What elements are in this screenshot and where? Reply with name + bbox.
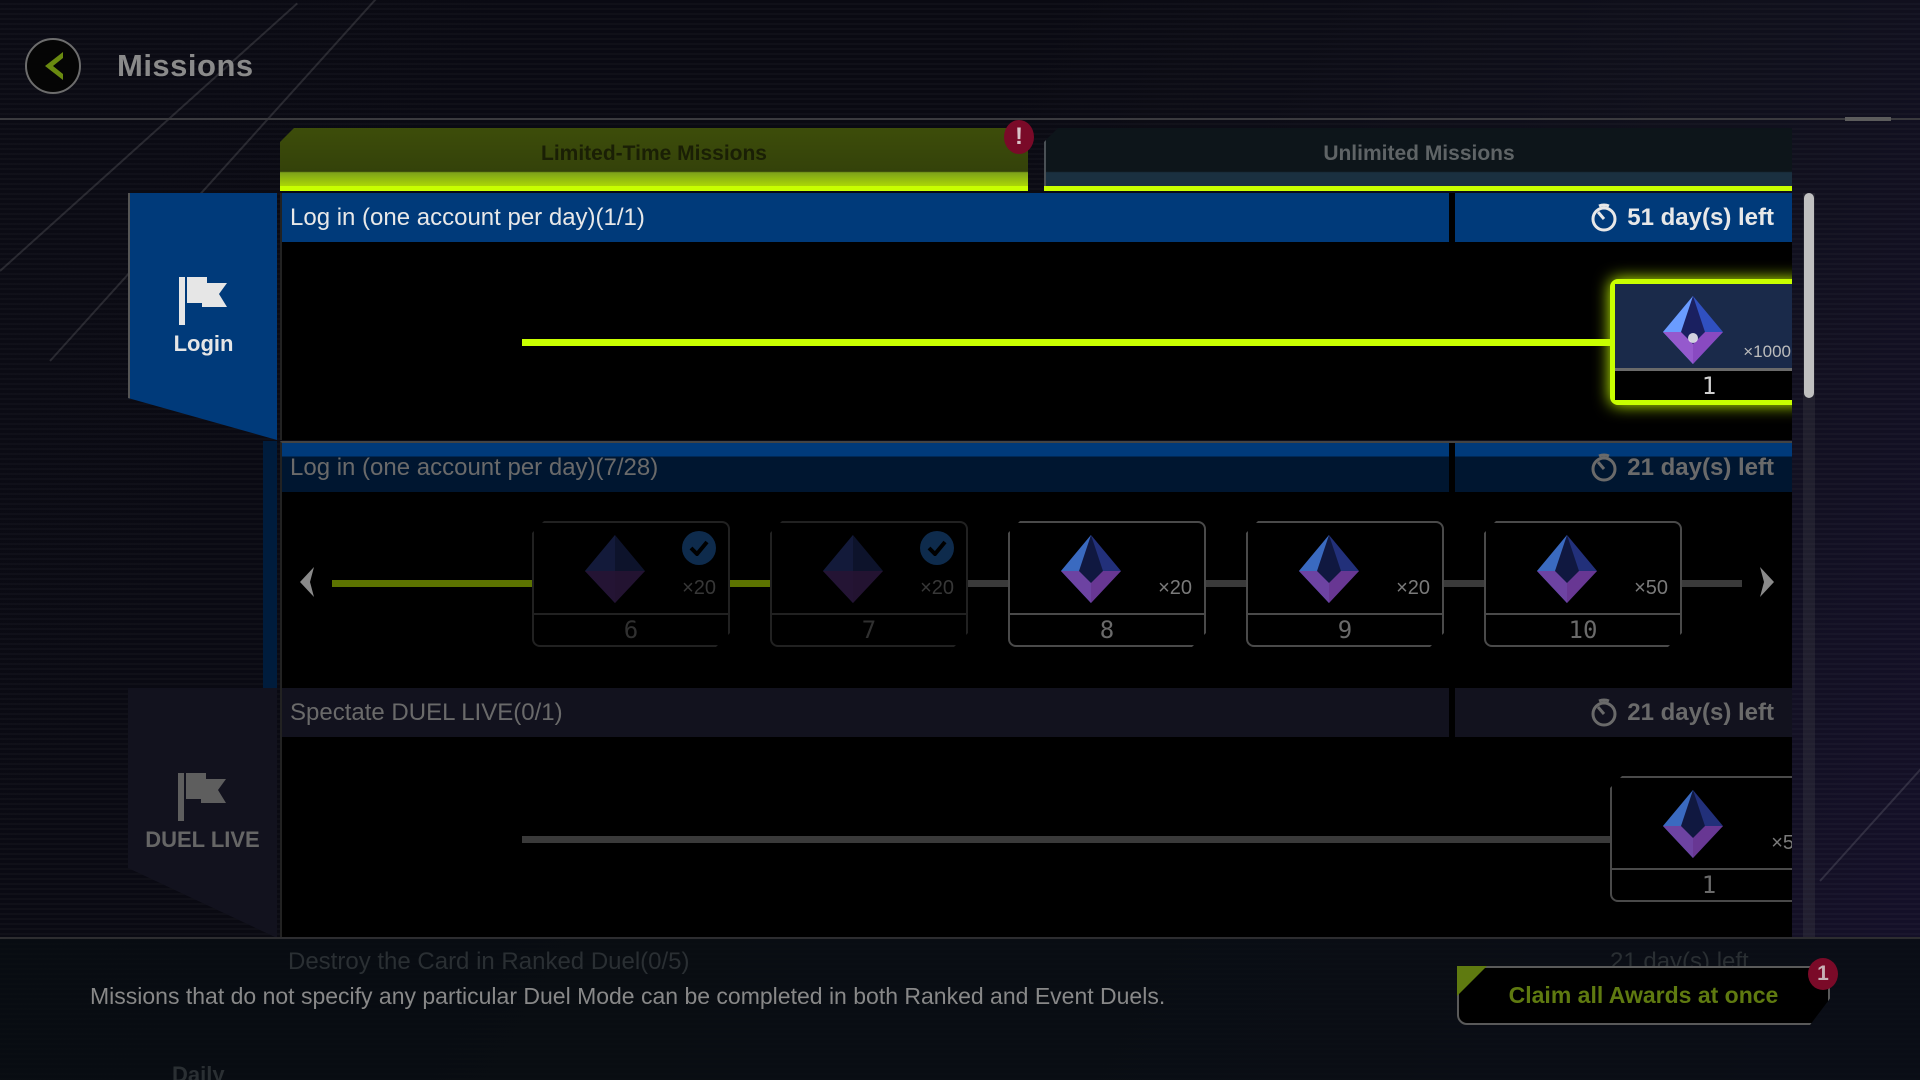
mission-header: Log in (one account per day)(1/1) 51 day… <box>282 193 1792 242</box>
gem-icon <box>1535 533 1599 605</box>
timer-text: 51 day(s) left <box>1627 203 1774 231</box>
progress-track <box>522 339 1610 346</box>
progress-track <box>1444 580 1484 587</box>
category-label-faded: Daily <box>172 1062 225 1080</box>
reward-card[interactable]: ×1000 1 <box>1610 279 1792 405</box>
timer-text: 21 day(s) left <box>1627 453 1774 481</box>
mission-title: Log in (one account per day)(1/1) <box>282 193 1449 242</box>
gem-icon <box>1059 533 1123 605</box>
category-login[interactable]: Login <box>128 193 277 440</box>
mission-row: Log in (one account per day)(7/28) 21 da… <box>280 441 1792 688</box>
flag-icon <box>178 276 227 325</box>
progress-track-done <box>730 580 770 587</box>
reward-gem-area: ×20 <box>1248 523 1442 615</box>
flag-icon <box>177 773 226 821</box>
reward-step: 6 <box>534 613 728 645</box>
reward-gem-area: ×5 <box>1612 778 1792 870</box>
reward-gem-area: ×20 <box>1010 523 1204 615</box>
category-label: Login <box>173 330 234 356</box>
header-divider <box>0 118 1920 120</box>
reward-card[interactable]: ×5 1 <box>1610 776 1792 902</box>
mission-timer: 21 day(s) left <box>1455 688 1792 737</box>
progress-track-done <box>332 580 532 587</box>
claim-all-button[interactable]: Claim all Awards at once <box>1457 966 1830 1025</box>
mission-title-faded: Destroy the Card in Ranked Duel(0/5) <box>288 948 690 975</box>
mission-row: Log in (one account per day)(1/1) 51 day… <box>280 193 1792 440</box>
tab-limited-time-missions[interactable]: Limited-Time Missions <box>280 128 1028 190</box>
mission-header: Log in (one account per day)(7/28) 21 da… <box>282 443 1792 492</box>
reward-quantity: ×20 <box>682 577 716 599</box>
claim-count-badge: 1 <box>1808 958 1838 990</box>
mission-header: Spectate DUEL LIVE(0/1) 21 day(s) left <box>282 688 1792 737</box>
timer-icon <box>1591 203 1617 231</box>
mission-timer: 21 day(s) left <box>1455 443 1792 492</box>
reward-card[interactable]: ×50 10 <box>1484 521 1682 647</box>
duel-mode-note: Missions that do not specify any particu… <box>90 983 1166 1009</box>
category-strip <box>263 441 277 688</box>
reward-step: 9 <box>1248 613 1442 645</box>
mission-timer: 51 day(s) left <box>1455 193 1792 242</box>
tab-label: Unlimited Missions <box>1323 142 1515 165</box>
chevron-left-icon <box>45 52 63 80</box>
reward-step: 10 <box>1486 613 1680 645</box>
gem-icon <box>583 533 647 605</box>
tab-underline <box>1044 186 1792 191</box>
reward-gem-area: ×1000 <box>1615 284 1792 376</box>
alert-badge: ! <box>1004 120 1034 154</box>
scroll-left-arrow-icon[interactable] <box>296 565 320 599</box>
tab-unlimited-missions[interactable]: Unlimited Missions <box>1044 128 1792 190</box>
reward-step: 7 <box>772 613 966 645</box>
reward-card[interactable]: ×20 8 <box>1008 521 1206 647</box>
checkmark-icon <box>920 531 954 565</box>
gem-icon <box>1663 296 1723 364</box>
reward-quantity: ×50 <box>1634 577 1668 599</box>
reward-gem-area: ×50 <box>1486 523 1680 615</box>
reward-quantity: ×20 <box>1396 577 1430 599</box>
scrollbar[interactable] <box>1803 193 1815 937</box>
reward-card[interactable]: ×20 6 <box>532 521 730 647</box>
timer-text: 21 day(s) left <box>1627 698 1774 726</box>
gem-icon <box>821 533 885 605</box>
back-button[interactable] <box>25 38 81 94</box>
tab-underline <box>280 186 1028 191</box>
reward-card[interactable]: ×20 9 <box>1246 521 1444 647</box>
reward-quantity: ×20 <box>1158 577 1192 599</box>
mission-list: Login DUEL LIVE Log in (one account per … <box>128 193 1792 937</box>
checkmark-icon <box>682 531 716 565</box>
reward-quantity: ×1000 <box>1743 342 1791 361</box>
scroll-right-arrow-icon[interactable] <box>1754 565 1778 599</box>
progress-track <box>1682 580 1742 587</box>
progress-track <box>522 836 1610 843</box>
scroll-thumb[interactable] <box>1804 193 1814 398</box>
reward-card[interactable]: ×20 7 <box>770 521 968 647</box>
mission-title: Log in (one account per day)(7/28) <box>282 443 1449 492</box>
reward-quantity: ×20 <box>920 577 954 599</box>
timer-icon <box>1591 698 1617 726</box>
gem-icon <box>1297 533 1361 605</box>
reward-quantity: ×5 <box>1771 832 1792 854</box>
reward-step: 1 <box>1615 368 1792 400</box>
header-dash <box>1845 117 1891 121</box>
reward-step: 1 <box>1612 868 1792 900</box>
reward-gem-area: ×20 <box>534 523 728 615</box>
gem-icon <box>1661 788 1725 860</box>
reward-gem-area: ×20 <box>772 523 966 615</box>
progress-track <box>1206 580 1246 587</box>
timer-icon <box>1591 453 1617 481</box>
reward-step: 8 <box>1010 613 1204 645</box>
mission-row: Spectate DUEL LIVE(0/1) 21 day(s) left ×… <box>280 688 1792 937</box>
category-duel-live[interactable]: DUEL LIVE <box>128 688 277 937</box>
mission-title: Spectate DUEL LIVE(0/1) <box>282 688 1449 737</box>
progress-track <box>968 580 1008 587</box>
page-title: Missions <box>117 48 254 83</box>
tab-label: Limited-Time Missions <box>541 142 767 165</box>
category-label: DUEL LIVE <box>145 827 260 852</box>
